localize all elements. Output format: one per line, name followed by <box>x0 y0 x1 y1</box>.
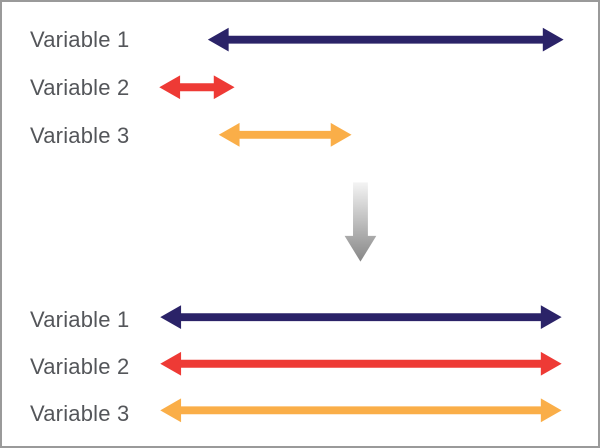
down-arrow-icon <box>344 182 377 262</box>
variable-3-label-top: Variable 3 <box>30 123 130 148</box>
variable-2-label-bottom: Variable 2 <box>30 354 130 379</box>
bottom-range-arrow-2 <box>160 351 562 376</box>
variable-2-label-top: Variable 2 <box>30 75 130 100</box>
top-range-arrow-1 <box>207 27 564 52</box>
top-range-arrow-2 <box>159 75 235 100</box>
variable-1-label-top: Variable 1 <box>30 27 130 52</box>
bottom-range-arrow-1 <box>160 305 562 330</box>
bottom-range-arrow-3 <box>160 398 562 423</box>
top-range-arrow-3 <box>218 122 352 147</box>
variable-3-label-bottom: Variable 3 <box>30 401 130 426</box>
variable-1-label-bottom: Variable 1 <box>30 307 130 332</box>
